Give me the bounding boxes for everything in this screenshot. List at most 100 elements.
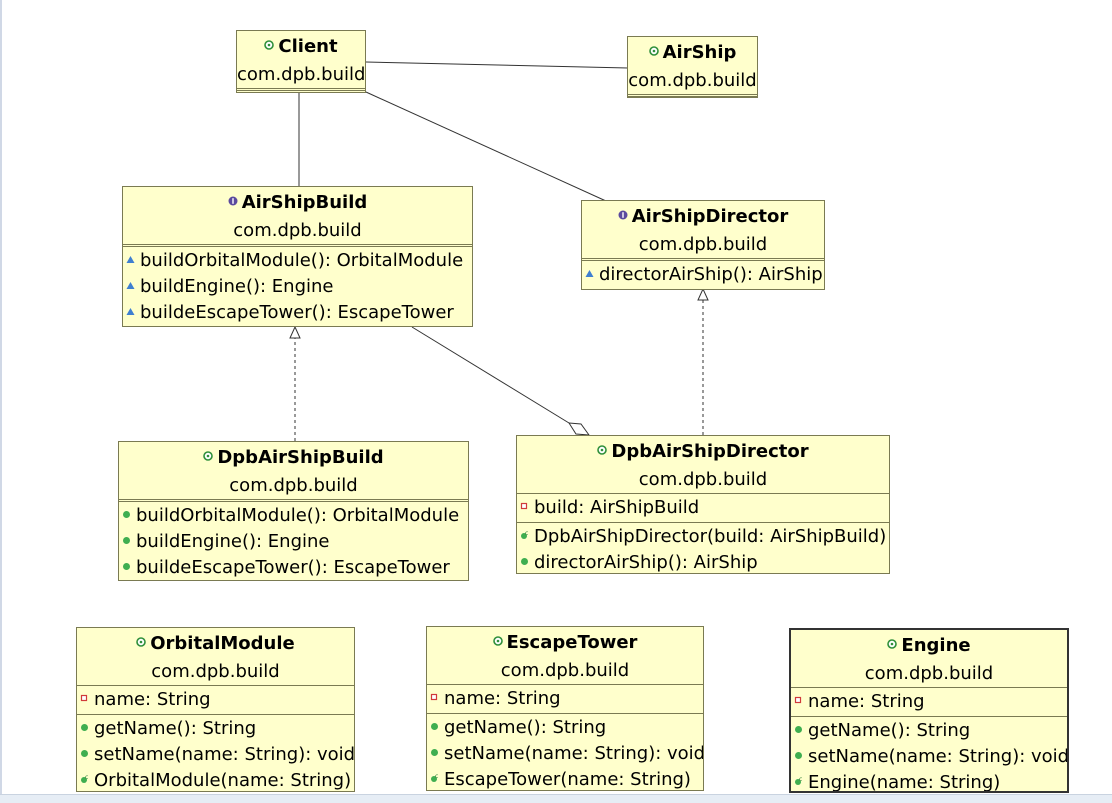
private-icon [794,687,808,713]
class-name: Engine [901,635,971,656]
class-name: Client [278,36,338,57]
svg-text:c: c [525,531,528,537]
field-row[interactable]: name: String [430,686,703,712]
method-row[interactable]: c Engine(name: String) [794,770,1067,793]
interface-icon [228,187,238,214]
protected-icon [126,298,140,324]
public-icon [80,714,94,740]
methods-compartment: c DpbAirShipDirector(build: AirShipBuild)… [517,522,889,573]
method-row[interactable]: buildEngine(): Engine [126,274,472,300]
private-icon [430,684,444,710]
class-package: com.dpb.build [628,70,757,91]
method-row[interactable]: setName(name: String): void [794,744,1067,770]
method-row[interactable]: c DpbAirShipDirector(build: AirShipBuild) [520,524,889,550]
class-header: AirShipBuild com.dpb.build [123,187,472,244]
public-icon [80,740,94,766]
method-signature: directorAirShip(): AirShip [534,552,758,573]
public-icon [122,501,136,527]
canvas-bottom-scrollbar-strip[interactable] [0,794,1112,803]
method-row[interactable]: getName(): String [794,718,1067,744]
method-row[interactable]: setName(name: String): void [430,741,703,767]
method-row[interactable]: buildeEscapeTower(): EscapeTower [126,300,472,326]
method-row[interactable]: buildOrbitalModule(): OrbitalModule [126,248,472,274]
method-signature: Engine(name: String) [808,772,1001,793]
class-icon [136,628,147,655]
class-package: com.dpb.build [229,475,358,496]
interface-icon [618,201,628,228]
method-row[interactable]: buildEngine(): Engine [122,529,468,555]
method-row[interactable]: buildOrbitalModule(): OrbitalModule [122,503,468,529]
class-header: DpbAirShipDirector com.dpb.build [517,436,889,493]
class-orbitalmodule[interactable]: OrbitalModule com.dpb.build name: String… [76,627,355,792]
class-package: com.dpb.build [233,220,362,241]
constructor-icon: c [520,522,534,548]
canvas-left-border [0,0,2,802]
field-signature: build: AirShipBuild [534,497,700,518]
fields-compartment: name: String [77,685,354,714]
class-header: OrbitalModule com.dpb.build [77,628,354,685]
svg-text:c: c [85,775,88,781]
class-package: com.dpb.build [500,660,630,681]
class-package: com.dpb.build [151,661,280,682]
method-row[interactable]: directorAirShip(): AirShip [585,262,824,288]
method-row[interactable]: setName(name: String): void [80,742,354,768]
method-signature: getName(): String [444,717,607,738]
class-header: AirShipDirector com.dpb.build [582,201,824,258]
class-header: EscapeTower com.dpb.build [427,627,703,684]
method-signature: OrbitalModule(name: String) [94,770,352,791]
protected-icon [126,246,140,272]
method-row[interactable]: c OrbitalModule(name: String) [80,768,354,791]
field-row[interactable]: name: String [80,687,354,713]
class-icon [492,627,503,654]
class-header: DpbAirShipBuild com.dpb.build [119,442,468,499]
class-package: com.dpb.build [638,469,768,490]
public-icon [122,527,136,553]
svg-text:c: c [799,777,802,783]
aggregation-diamond [568,422,591,436]
class-name: DpbAirShipDirector [611,441,809,462]
field-signature: name: String [444,688,561,709]
method-signature: DpbAirShipDirector(build: AirShipBuild) [534,526,887,547]
methods-compartment: getName(): String setName(name: String):… [791,716,1067,793]
interface-airshipbuild[interactable]: AirShipBuild com.dpb.build buildOrbitalM… [122,186,473,327]
field-row[interactable]: build: AirShipBuild [520,495,889,521]
field-signature: name: String [94,689,211,710]
class-engine[interactable]: Engine com.dpb.build name: String getNam… [789,628,1069,793]
method-signature: setName(name: String): void [94,744,355,765]
method-signature: EscapeTower(name: String) [444,769,691,790]
public-icon [520,548,534,573]
method-signature: buildeEscapeTower(): EscapeTower [140,302,454,323]
public-icon [430,739,444,765]
class-airship[interactable]: AirShip com.dpb.build [627,36,758,98]
class-client[interactable]: Client com.dpb.build [236,30,366,93]
method-signature: buildEngine(): Engine [136,531,330,552]
class-icon [264,31,275,58]
method-row[interactable]: directorAirShip(): AirShip [520,548,889,573]
class-package: com.dpb.build [864,663,994,684]
fields-compartment: name: String [427,684,703,713]
edge-dpbdirector-aggregates-airshipbuild [411,326,570,424]
field-row[interactable]: name: String [794,689,1067,715]
methods-compartment: buildOrbitalModule(): OrbitalModule buil… [119,499,468,580]
method-row[interactable]: getName(): String [430,715,703,741]
method-row[interactable]: getName(): String [80,716,354,742]
method-signature: getName(): String [94,718,257,739]
class-escapetower[interactable]: EscapeTower com.dpb.build name: String g… [426,626,704,791]
field-signature: name: String [808,691,925,712]
method-row[interactable]: buildeEscapeTower(): EscapeTower [122,553,468,580]
protected-icon [585,260,599,286]
method-signature: directorAirShip(): AirShip [599,264,823,285]
interface-airshipdirector[interactable]: AirShipDirector com.dpb.build directorAi… [581,200,825,290]
class-dpbairshipdirector[interactable]: DpbAirShipDirector com.dpb.build build: … [516,435,890,574]
fields-compartment: build: AirShipBuild [517,493,889,522]
class-name: OrbitalModule [150,633,295,654]
method-signature: setName(name: String): void [808,746,1069,767]
class-dpbairshipbuild[interactable]: DpbAirShipBuild com.dpb.build buildOrbit… [118,441,469,581]
class-name: EscapeTower [506,632,638,653]
private-icon [80,685,94,711]
public-icon [122,553,136,579]
methods-compartment: getName(): String setName(name: String):… [427,713,703,790]
class-package: com.dpb.build [638,234,768,255]
